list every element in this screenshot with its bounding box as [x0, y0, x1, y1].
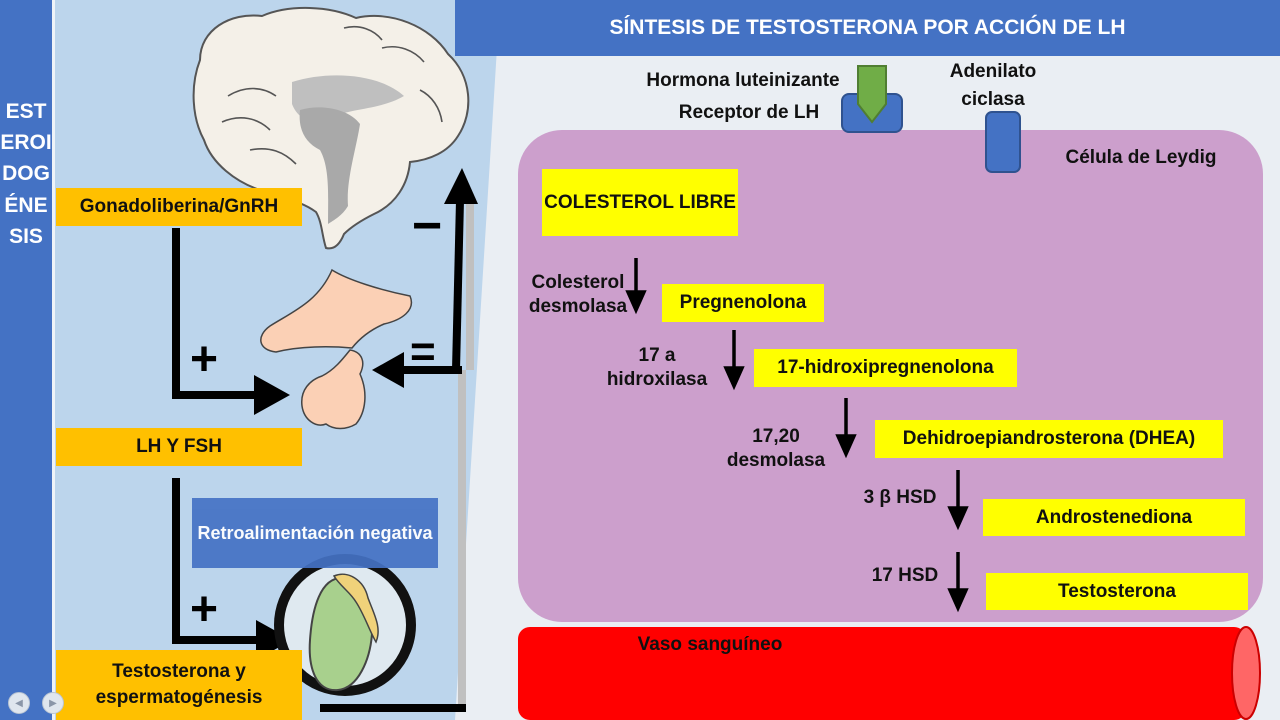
negative-feedback-label: Retroalimentación negativa [192, 498, 438, 568]
prev-icon: ◀ [15, 697, 23, 709]
leydig-cell-label: Célula de Leydig [1065, 147, 1217, 168]
plus-sign: + [190, 583, 219, 636]
enzyme-label: Colesterol desmolasa [528, 272, 628, 317]
blood-vessel-label: Vaso sanguíneo [637, 634, 783, 655]
next-slide-button[interactable]: ▶ [42, 692, 64, 714]
plus-sign: + [190, 333, 219, 386]
adenylate-cyclase-label: Adenilato ciclasa [949, 61, 1037, 110]
sidebar [0, 0, 52, 720]
hormone-arrow-icon [857, 65, 887, 124]
testosterone-spermatogenesis-label: Testosterona y espermatogénesis [56, 650, 302, 720]
enzyme-label: 3 β HSD [863, 487, 937, 508]
enzyme-label: 17,20 desmolasa [726, 426, 826, 471]
page-title: SÍNTESIS DE TESTOSTERONA POR ACCIÓN DE L… [455, 0, 1280, 56]
minus-sign: − [412, 197, 443, 255]
next-icon: ▶ [49, 697, 57, 709]
pathway-step: Pregnenolona [662, 284, 824, 322]
sidebar-title: ESTEROIDOGÉNESIS [0, 100, 52, 248]
hypothalamus-pituitary-axis-diagram [172, 7, 478, 720]
pathway-step: Testosterona [986, 573, 1248, 610]
receptor-label: Receptor de LH [678, 102, 820, 123]
enzyme-label: 17 HSD [871, 565, 939, 586]
pathway-arrows [625, 258, 969, 613]
lh-fsh-label: LH Y FSH [56, 428, 302, 466]
pathway-step: 17-hidroxipregnenolona [754, 349, 1017, 387]
pathway-step: COLESTEROL LIBRE [542, 169, 738, 236]
pathway-step: Androstenediona [983, 499, 1245, 536]
gnrh-label: Gonadoliberina/GnRH [56, 188, 302, 226]
membrane-receptors [841, 65, 1021, 173]
enzyme-label: 17 a hidroxilasa [606, 345, 708, 390]
minus-sign: = [410, 327, 436, 376]
adenylate-cyclase-icon [985, 111, 1021, 173]
pathway-step: Dehidroepiandrosterona (DHEA) [875, 420, 1223, 458]
pituitary-icon [260, 268, 413, 430]
prev-slide-button[interactable]: ◀ [8, 692, 30, 714]
blood-vessel-icon [518, 626, 1261, 720]
hormone-label: Hormona luteinizante [646, 70, 840, 91]
